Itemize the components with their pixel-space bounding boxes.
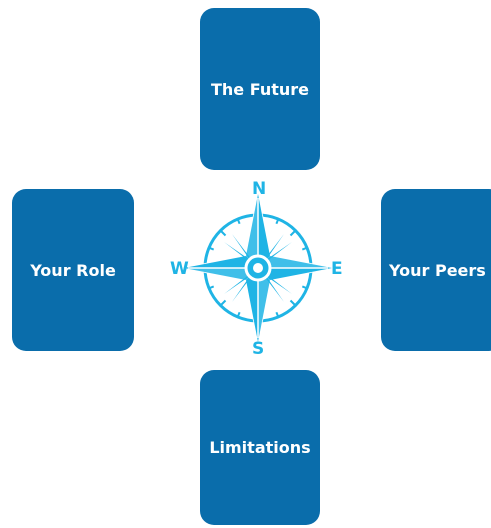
compass-cardinal-points — [184, 194, 332, 342]
compass-hub-inner — [253, 263, 263, 273]
compass-label-east: E — [331, 259, 343, 279]
card-your-peers: Your Peers — [381, 189, 491, 351]
compass-label-north: N — [252, 179, 267, 199]
card-limitations: Limitations — [200, 370, 320, 525]
card-your-role: Your Role — [12, 189, 134, 351]
card-label-limitations: Limitations — [209, 438, 311, 457]
compass-label-south: S — [252, 339, 265, 359]
card-label-your-role: Your Role — [30, 260, 116, 280]
card-the-future: The Future — [200, 8, 320, 170]
compass-label-west: W — [170, 259, 189, 279]
card-label-your-peers: Your Peers — [389, 260, 486, 280]
card-label-the-future: The Future — [210, 79, 310, 99]
